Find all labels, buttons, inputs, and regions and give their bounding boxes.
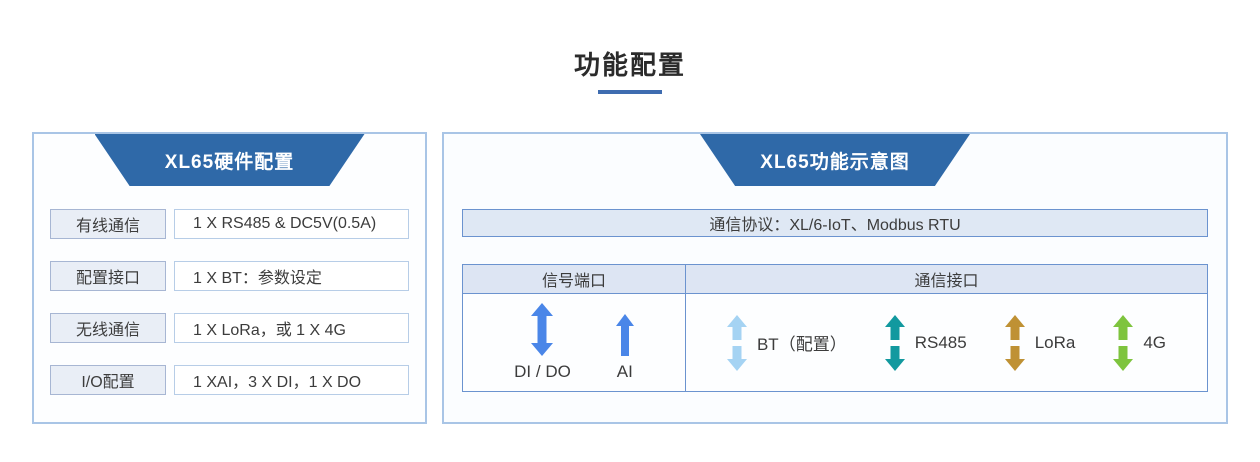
signal-ports-cell: DI / DO AI bbox=[463, 294, 686, 391]
row-label-wired-comm: 有线通信 bbox=[50, 209, 166, 239]
signal-ports-header: 信号端口 bbox=[463, 265, 686, 293]
list-item: BT（配置） bbox=[726, 314, 847, 371]
page-header: 功能配置 bbox=[0, 0, 1260, 94]
row-value-wired-comm: 1 X RS485 & DC5V(0.5A) bbox=[174, 209, 409, 239]
diagram-table-body: DI / DO AI BT（配置 bbox=[463, 294, 1207, 391]
table-row: 无线通信 1 X LoRa，或 1 X 4G bbox=[50, 313, 409, 343]
row-label-config-interface: 配置接口 bbox=[50, 261, 166, 291]
hardware-panel-header: XL65硬件配置 bbox=[94, 134, 365, 186]
list-item: LoRa bbox=[1004, 314, 1076, 371]
row-label-io-config: I/O配置 bbox=[50, 365, 166, 395]
hardware-rows: 有线通信 1 X RS485 & DC5V(0.5A) 配置接口 1 X BT：… bbox=[34, 186, 425, 395]
protocol-bar: 通信协议：XL/6-IoT、Modbus RTU bbox=[462, 209, 1208, 237]
list-item: RS485 bbox=[884, 314, 967, 371]
list-item: DI / DO bbox=[514, 303, 571, 382]
hardware-panel-title: XL65硬件配置 bbox=[164, 151, 295, 173]
up-arrow-icon bbox=[615, 314, 634, 356]
comm-label-lora: LoRa bbox=[1034, 332, 1076, 352]
list-item: AI bbox=[615, 314, 634, 382]
double-arrow-icon bbox=[531, 303, 554, 356]
function-panel-title: XL65功能示意图 bbox=[760, 151, 910, 173]
function-panel-header: XL65功能示意图 bbox=[700, 134, 970, 186]
list-item: 4G bbox=[1113, 314, 1167, 371]
row-value-config-interface: 1 X BT：参数设定 bbox=[174, 261, 409, 291]
title-underline bbox=[598, 90, 662, 94]
comm-label-rs485: RS485 bbox=[914, 332, 967, 352]
hardware-config-panel: XL65硬件配置 有线通信 1 X RS485 & DC5V(0.5A) 配置接… bbox=[32, 132, 427, 424]
table-row: 有线通信 1 X RS485 & DC5V(0.5A) bbox=[50, 209, 409, 239]
diagram-table: 信号端口 通信接口 DI / DO AI bbox=[462, 264, 1208, 392]
table-row: 配置接口 1 X BT：参数设定 bbox=[50, 261, 409, 291]
function-diagram-panel: XL65功能示意图 通信协议：XL/6-IoT、Modbus RTU 信号端口 … bbox=[442, 132, 1228, 424]
split-double-arrow-icon bbox=[726, 314, 747, 371]
panels-container: XL65硬件配置 有线通信 1 X RS485 & DC5V(0.5A) 配置接… bbox=[32, 132, 1228, 424]
row-label-wireless-comm: 无线通信 bbox=[50, 313, 166, 343]
comm-label-4g: 4G bbox=[1143, 332, 1167, 352]
row-value-wireless-comm: 1 X LoRa，或 1 X 4G bbox=[174, 313, 409, 343]
comm-label-bt: BT（配置） bbox=[756, 335, 847, 354]
comm-interfaces-cell: BT（配置） RS485 LoRa bbox=[686, 294, 1207, 391]
split-double-arrow-icon bbox=[884, 314, 905, 371]
split-double-arrow-icon bbox=[1113, 314, 1134, 371]
signal-label-di-do: DI / DO bbox=[514, 362, 571, 381]
row-value-io-config: 1 XAI，3 X DI，1 X DO bbox=[174, 365, 409, 395]
split-double-arrow-icon bbox=[1004, 314, 1025, 371]
comm-interfaces-header: 通信接口 bbox=[914, 273, 979, 290]
table-row: I/O配置 1 XAI，3 X DI，1 X DO bbox=[50, 365, 409, 395]
diagram-table-header: 信号端口 通信接口 bbox=[463, 265, 1207, 294]
page-title: 功能配置 bbox=[573, 50, 686, 80]
signal-label-ai: AI bbox=[616, 362, 633, 381]
